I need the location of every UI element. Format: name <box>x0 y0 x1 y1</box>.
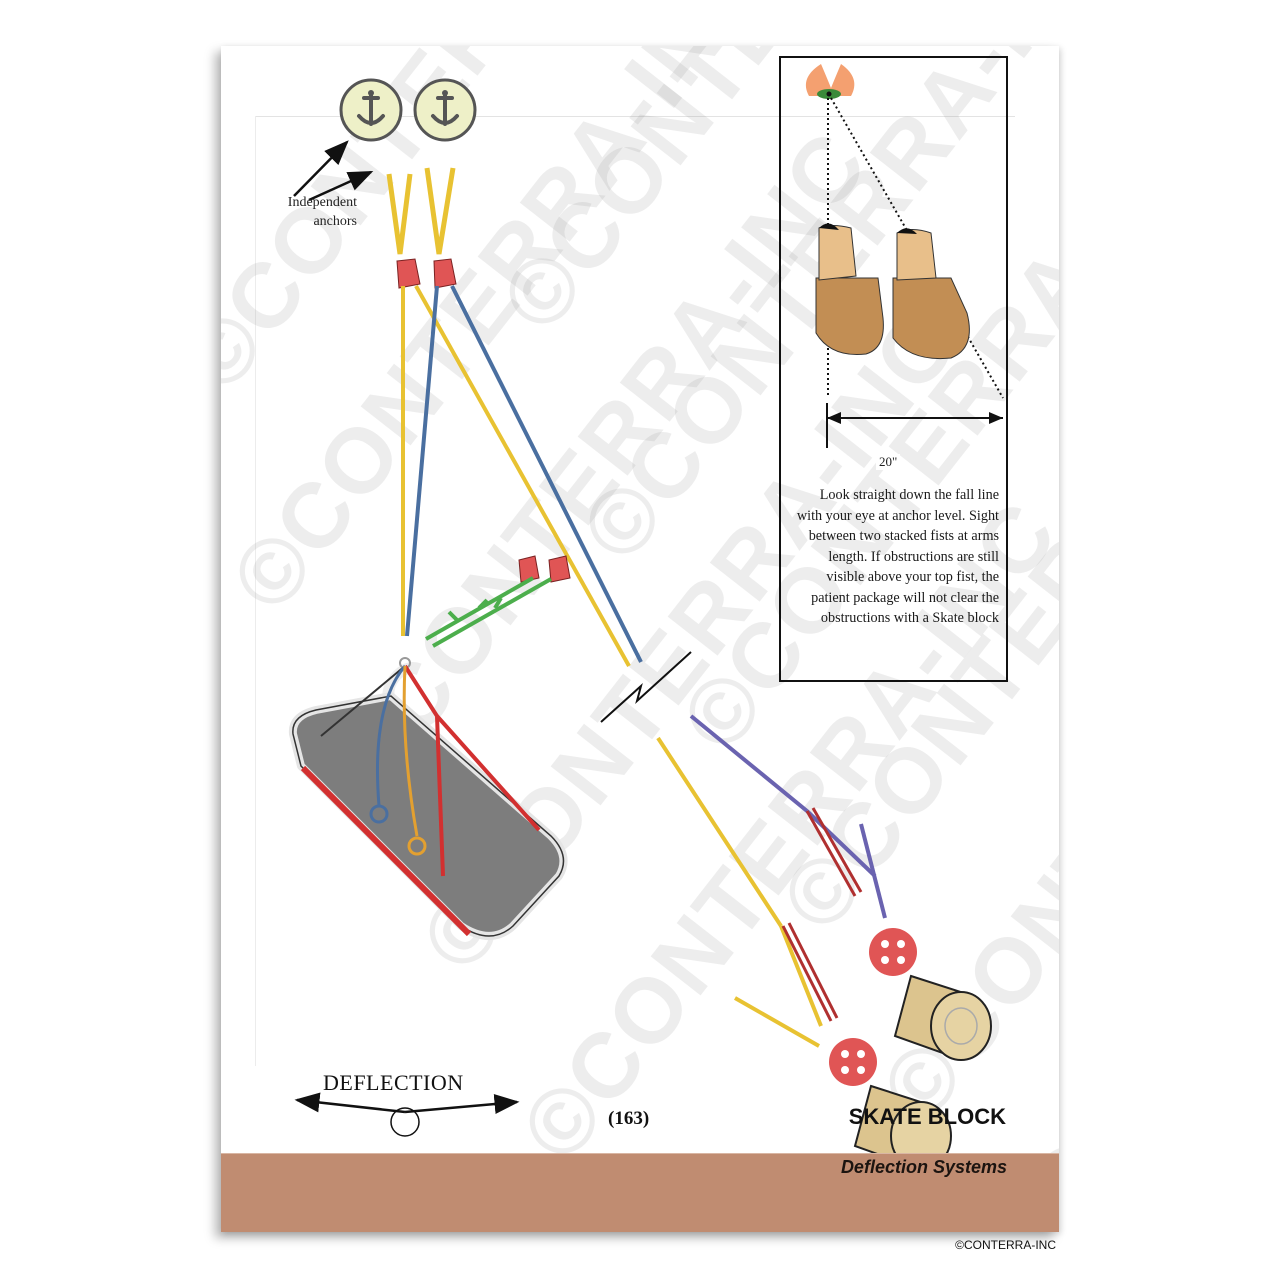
dimension-label: 20" <box>876 454 901 470</box>
anchor-icon <box>413 78 477 142</box>
rigging-plate <box>829 1038 877 1086</box>
rigging-plate <box>869 928 917 976</box>
anchor-icon <box>339 78 403 142</box>
helmet-icon <box>805 64 855 96</box>
arrow-icon <box>308 170 374 202</box>
log <box>893 974 992 1061</box>
deflection-label: DEFLECTION <box>323 1070 464 1095</box>
section-title: SKATE BLOCK <box>848 1104 1006 1129</box>
footer-chapter-title: Deflection Systems <box>840 1157 1007 1177</box>
inner-frame-line <box>255 116 1015 117</box>
fist-sighting-illustration <box>805 64 1004 448</box>
page-number: (163) <box>608 1108 650 1129</box>
litter-stretcher <box>288 692 568 940</box>
arrow-icon <box>293 140 349 197</box>
sighting-instructions: Look straight down the fall line with yo… <box>796 487 999 626</box>
copyright-notice: ©CONTERRA-INC <box>955 1238 1056 1252</box>
fist-icon <box>815 223 884 356</box>
inner-frame-line <box>255 116 256 1066</box>
deflection-symbol <box>294 1092 520 1137</box>
fist-sighting-inset: 20" Look straight down the fall line wit… <box>779 56 1008 682</box>
page-card: ©CONTERRA-INC ©CONTERRA-INC ©CONTERRA-IN… <box>221 46 1059 1232</box>
independent-anchors-label: Independent anchors <box>287 195 357 229</box>
footer-band <box>221 1153 1059 1232</box>
fist-icon <box>892 228 970 360</box>
